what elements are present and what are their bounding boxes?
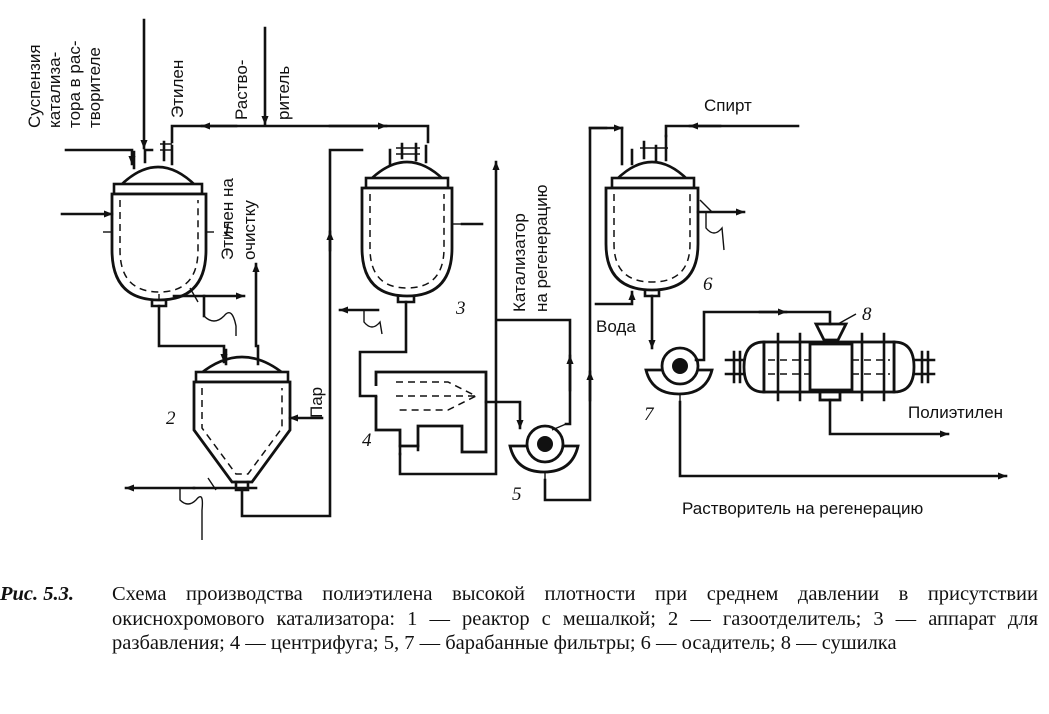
number-2: 2 — [166, 408, 176, 429]
number-8: 8 — [862, 304, 872, 325]
svg-text:Этилен на: Этилен на — [218, 178, 237, 260]
process-flow-diagram: Суспензия катализа- тора в рас- творител… — [25, 18, 1008, 540]
reactor-1 — [103, 140, 214, 308]
dryer-8 — [724, 313, 936, 402]
label-steam: Пар — [307, 387, 326, 418]
number-1: 1 — [222, 220, 232, 241]
gas-separator-2 — [192, 344, 292, 492]
number-5: 5 — [512, 484, 522, 505]
number-6: 6 — [703, 274, 713, 295]
label-catalyst-regen: Катализатор на регенерацию — [510, 184, 551, 312]
label-ethylene-cleaning: Этилен на очистку — [218, 178, 259, 260]
label-solvent: Раство- ритель — [232, 60, 293, 120]
svg-text:Катализатор: Катализатор — [510, 213, 529, 312]
piping — [60, 18, 1008, 540]
label-polyethylene: Полиэтилен — [908, 403, 1003, 422]
svg-text:Суспензия: Суспензия — [25, 44, 44, 128]
settler-6 — [604, 134, 700, 298]
drum-filter-5 — [508, 423, 580, 480]
label-suspension: Суспензия катализа- тора в рас- творител… — [25, 40, 104, 128]
svg-text:Раство-: Раство- — [232, 60, 251, 120]
svg-text:тора в рас-: тора в рас- — [65, 40, 84, 128]
svg-text:Пар: Пар — [307, 387, 326, 418]
caption-figure-number: Рис. 5.3. — [0, 583, 75, 605]
number-7: 7 — [644, 404, 655, 425]
svg-text:ритель: ритель — [274, 66, 293, 120]
label-solvent-regen: Растворитель на регенерацию — [682, 499, 923, 518]
caption-text: Схема производства полиэтилена высокой п… — [112, 583, 1038, 654]
svg-text:творителе: творителе — [85, 47, 104, 128]
label-ethylene: Этилен — [168, 60, 187, 118]
number-3: 3 — [455, 298, 466, 319]
label-alcohol: Спирт — [704, 96, 752, 115]
svg-text:на регенерацию: на регенерацию — [532, 184, 551, 312]
drum-filter-7 — [644, 346, 714, 402]
svg-text:Этилен: Этилен — [168, 60, 187, 118]
svg-text:очистку: очистку — [240, 200, 259, 260]
number-4: 4 — [362, 430, 372, 451]
label-water: Вода — [596, 317, 636, 336]
dilution-apparatus-3 — [360, 142, 462, 304]
svg-text:катализа-: катализа- — [45, 52, 64, 128]
centrifuge-4 — [374, 370, 488, 456]
